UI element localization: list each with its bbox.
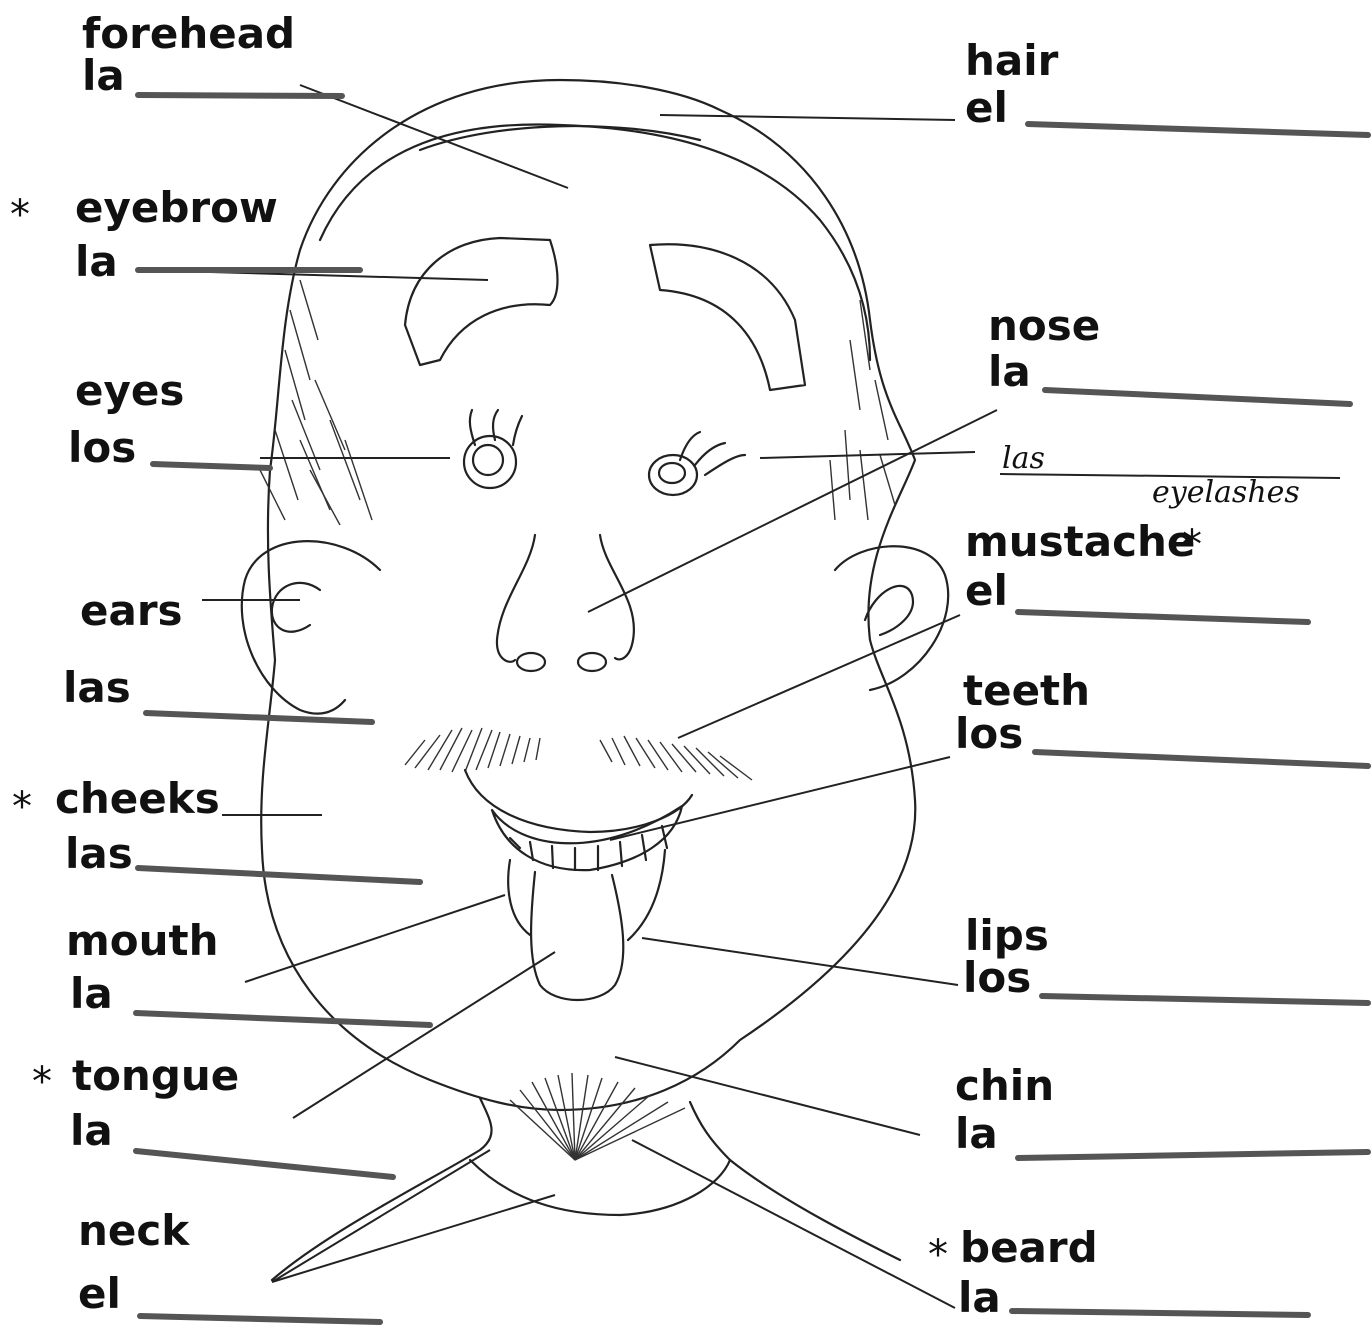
blank-hair[interactable] bbox=[1028, 124, 1368, 135]
blank-ears[interactable] bbox=[146, 713, 372, 722]
blank-neck[interactable] bbox=[140, 1316, 380, 1322]
labels-left: forehead la * eyebrow la eyes los ears l… bbox=[10, 9, 295, 1318]
blank-eyes[interactable] bbox=[153, 464, 270, 468]
article-eyebrow: la bbox=[75, 237, 118, 286]
label-eyelashes: eyelashes bbox=[1152, 475, 1300, 510]
article-tongue: la bbox=[70, 1106, 113, 1155]
article-cheeks: las bbox=[65, 829, 133, 878]
label-chin: chin bbox=[955, 1061, 1054, 1110]
blank-mouth[interactable] bbox=[136, 1013, 430, 1025]
label-mustache: mustache bbox=[965, 517, 1195, 566]
article-hair: el bbox=[965, 83, 1008, 132]
article-eyelashes: las bbox=[1002, 441, 1045, 476]
blank-forehead[interactable] bbox=[138, 95, 342, 96]
article-forehead: la bbox=[82, 51, 125, 100]
neck-drawing bbox=[272, 1098, 492, 1280]
article-lips: los bbox=[963, 953, 1031, 1002]
label-neck: neck bbox=[78, 1206, 190, 1255]
blank-chin[interactable] bbox=[1018, 1152, 1368, 1158]
left-eye bbox=[464, 410, 522, 488]
teeth-drawing bbox=[492, 806, 682, 870]
label-beard: beard bbox=[960, 1223, 1098, 1272]
label-eyebrow: eyebrow bbox=[75, 183, 278, 232]
right-ear bbox=[835, 546, 948, 690]
star-mustache: * bbox=[1182, 522, 1202, 568]
beard-drawing bbox=[510, 1073, 685, 1160]
article-eyes: los bbox=[68, 423, 136, 472]
label-teeth: teeth bbox=[963, 666, 1090, 715]
tongue-drawing bbox=[531, 872, 623, 1000]
blank-lips[interactable] bbox=[1042, 996, 1368, 1003]
label-cheeks: cheeks bbox=[55, 774, 220, 823]
label-eyes: eyes bbox=[75, 366, 184, 415]
star-cheeks: * bbox=[12, 784, 32, 830]
hairline bbox=[320, 124, 870, 360]
answer-blanks bbox=[136, 95, 1368, 1322]
blank-beard[interactable] bbox=[1012, 1311, 1308, 1315]
blank-cheeks[interactable] bbox=[138, 868, 420, 882]
right-eye bbox=[649, 432, 745, 495]
article-mouth: la bbox=[70, 969, 113, 1018]
label-ears: ears bbox=[80, 586, 183, 635]
article-neck: el bbox=[78, 1269, 121, 1318]
label-hair: hair bbox=[965, 36, 1059, 85]
blank-nose[interactable] bbox=[1045, 390, 1350, 404]
right-eyebrow bbox=[650, 244, 805, 390]
article-nose: la bbox=[988, 347, 1031, 396]
left-eyebrow bbox=[405, 238, 558, 365]
article-chin: la bbox=[955, 1109, 998, 1158]
mouth-outline bbox=[465, 770, 692, 832]
star-beard: * bbox=[928, 1232, 948, 1278]
labels-right: hair el nose la las eyelashes mustache *… bbox=[928, 36, 1300, 1322]
head-outline bbox=[261, 80, 915, 1110]
label-mouth: mouth bbox=[66, 916, 219, 965]
label-tongue: tongue bbox=[72, 1051, 239, 1100]
blank-mustache[interactable] bbox=[1018, 612, 1308, 622]
article-mustache: el bbox=[965, 566, 1008, 615]
mustache-drawing bbox=[405, 728, 752, 780]
star-tongue: * bbox=[32, 1059, 52, 1105]
label-nose: nose bbox=[988, 301, 1100, 350]
article-beard: la bbox=[958, 1273, 1001, 1322]
face-drawing bbox=[242, 80, 948, 1280]
article-teeth: los bbox=[955, 709, 1023, 758]
star-eyebrow: * bbox=[10, 192, 30, 238]
blank-teeth[interactable] bbox=[1035, 752, 1368, 766]
nose bbox=[497, 535, 535, 662]
blank-tongue[interactable] bbox=[136, 1151, 393, 1177]
left-ear bbox=[242, 541, 380, 713]
article-ears: las bbox=[63, 663, 131, 712]
